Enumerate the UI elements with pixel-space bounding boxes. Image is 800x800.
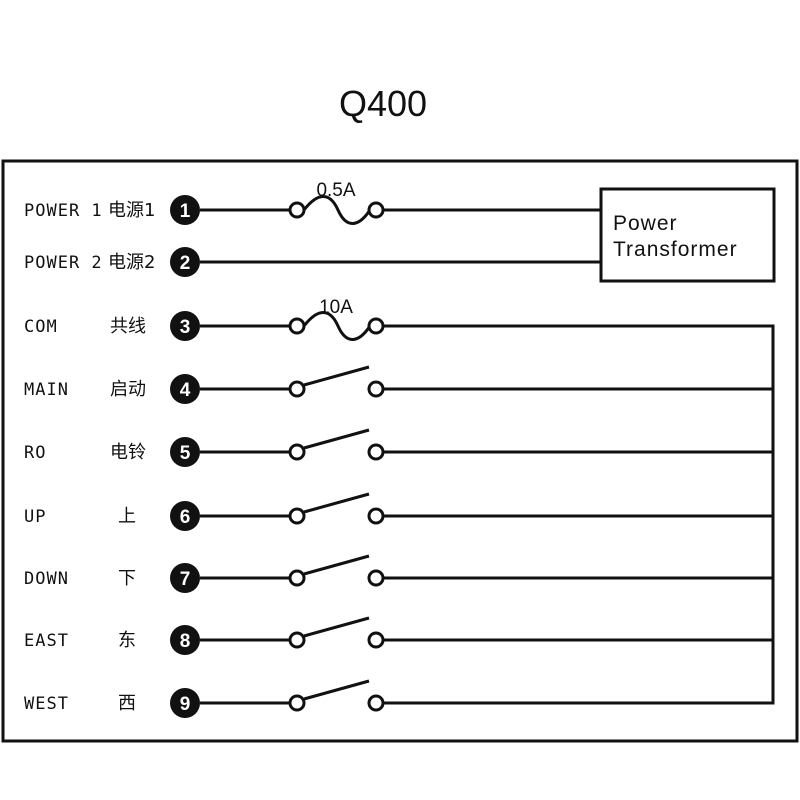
- terminal-6-number: 6: [180, 507, 191, 528]
- terminal-9-switch-blade: [303, 679, 370, 701]
- terminal-6-contact-left: [288, 507, 306, 525]
- terminal-7-switch-blade: [303, 554, 370, 576]
- terminal-9-contact-right: [367, 694, 385, 712]
- terminal-8-cn-label: 东: [118, 630, 136, 651]
- terminal-2-number: 2: [180, 253, 191, 274]
- terminal-4-contact-left: [288, 380, 306, 398]
- terminal-1-number: 1: [180, 201, 191, 222]
- terminal-4-number: 4: [180, 380, 191, 401]
- terminal-7-cn-label: 下: [118, 568, 136, 589]
- terminal-6-contact-right: [367, 507, 385, 525]
- terminal-7-badge: [170, 563, 200, 593]
- terminal-6-switch-blade: [303, 492, 370, 514]
- power-transformer-box: [599, 187, 776, 283]
- transformer-label-line2: Transformer: [613, 238, 738, 261]
- terminal-5-contact-left: [288, 443, 306, 461]
- terminal-7-label: DOWN: [24, 569, 69, 589]
- terminal-9-contact-left: [288, 694, 306, 712]
- terminal-3-fuse-symbol: [302, 311, 372, 341]
- terminal-5-number: 5: [180, 443, 191, 464]
- terminal-9-badge: [170, 688, 200, 718]
- terminal-8-number: 8: [180, 631, 191, 652]
- terminal-5-label: RO: [24, 443, 46, 463]
- terminal-4-contact-right: [367, 380, 385, 398]
- terminal-3-badge: [170, 311, 200, 341]
- terminal-4-badge: [170, 374, 200, 404]
- terminal-8-contact-right: [367, 631, 385, 649]
- terminal-8-switch-blade: [303, 616, 370, 638]
- terminal-2-label: POWER 2: [24, 253, 103, 273]
- terminal-4-switch-blade: [303, 365, 370, 387]
- terminal-8-label: EAST: [24, 631, 69, 651]
- diagram-title: Q400: [339, 83, 427, 124]
- terminal-5-badge: [170, 437, 200, 467]
- terminal-3-contact-left: [288, 317, 306, 335]
- terminal-1-label: POWER 1: [24, 201, 103, 221]
- terminal-3-number: 3: [180, 317, 191, 338]
- terminal-1-badge: [170, 195, 200, 225]
- terminal-9-cn-label: 西: [118, 693, 136, 714]
- terminal-5-cn-label: 电铃: [110, 442, 146, 463]
- outer-frame: [1, 159, 799, 743]
- terminal-3-label: COM: [24, 317, 58, 337]
- terminal-1-contact-left: [288, 201, 306, 219]
- terminal-6-label: UP: [24, 507, 46, 527]
- terminal-7-contact-left: [288, 569, 306, 587]
- terminal-9-number: 9: [180, 694, 191, 715]
- terminal-9-label: WEST: [24, 694, 69, 714]
- terminal-8-contact-left: [288, 631, 306, 649]
- terminal-7-number: 7: [180, 569, 191, 590]
- terminal-3-cn-label: 共线: [110, 316, 146, 337]
- terminal-1-cn-label: 电源1: [108, 200, 155, 221]
- terminal-2-badge: [170, 247, 200, 277]
- terminal-6-cn-label: 上: [118, 506, 136, 527]
- terminal-2-cn-label: 电源2: [108, 252, 155, 273]
- terminal-6-badge: [170, 501, 200, 531]
- terminal-7-contact-right: [367, 569, 385, 587]
- terminal-5-switch-blade: [303, 428, 370, 450]
- transformer-label-line1: Power: [613, 212, 678, 235]
- terminal-8-badge: [170, 625, 200, 655]
- terminal-4-cn-label: 启动: [110, 379, 146, 400]
- fuse-label-10a: 10A: [319, 297, 353, 318]
- terminal-5-contact-right: [367, 443, 385, 461]
- terminal-1-contact-right: [367, 201, 385, 219]
- terminal-3-contact-right: [367, 317, 385, 335]
- terminal-4-label: MAIN: [24, 380, 69, 400]
- terminal-1-fuse-symbol: [302, 195, 372, 225]
